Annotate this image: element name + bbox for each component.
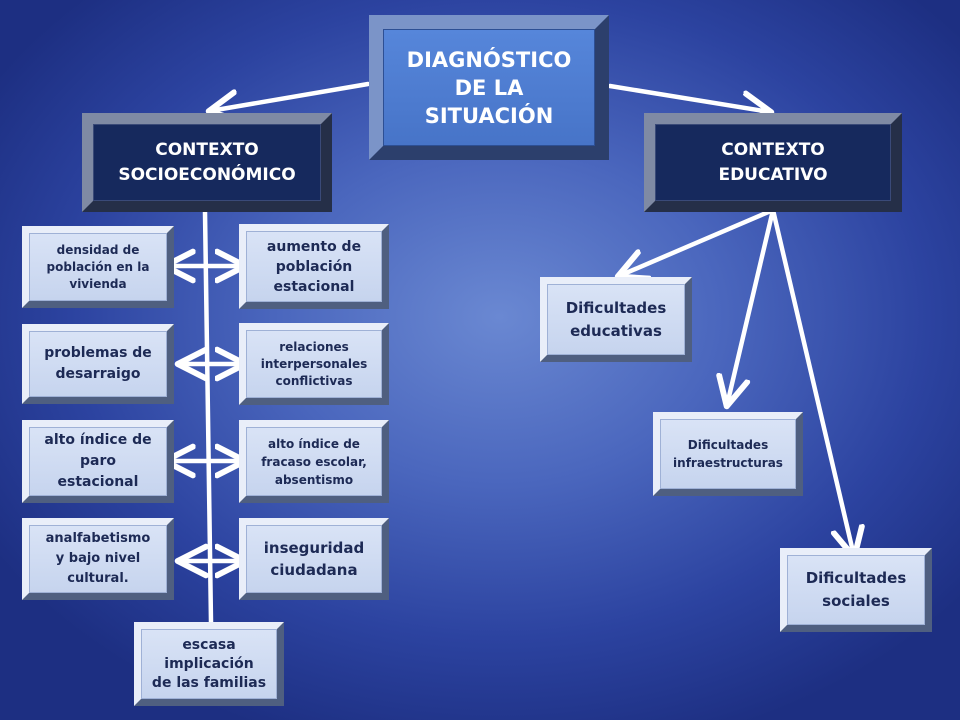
box-dificultades-sociales: Dificultades sociales (780, 548, 932, 632)
socio-title: CONTEXTO SOCIOECONÓMICO (93, 124, 321, 201)
root-node-label: DIAGNÓSTICO DE LA SITUACIÓN (383, 29, 595, 146)
box-dificultades-educativas: Dificultades educativas (540, 277, 692, 362)
edu-title: CONTEXTO EDUCATIVO (655, 124, 891, 201)
box-fracaso-escolar: alto índice de fracaso escolar, absentis… (239, 420, 389, 503)
root-node-diagnostico: DIAGNÓSTICO DE LA SITUACIÓN (369, 15, 609, 160)
box-aumento-poblacion: aumento de población estacional (239, 224, 389, 309)
box-relaciones-conflictivas: relaciones interpersonales conflictivas (239, 323, 389, 405)
arrow-root-to-edu (607, 83, 770, 112)
node-contexto-socioeconomico: CONTEXTO SOCIOECONÓMICO (82, 113, 332, 212)
arrow-edu-to-educativas (619, 207, 776, 276)
arrow-edu-to-sociales (770, 207, 854, 556)
box-problemas-desarraigo: problemas de desarraigo (22, 324, 174, 404)
box-analfabetismo: analfabetismo y bajo nivel cultural. (22, 518, 174, 600)
box-densidad-poblacion: densidad de población en la vivienda (22, 226, 174, 308)
arrow-root-to-socio (210, 81, 371, 111)
box-paro-estacional: alto índice de paro estacional (22, 420, 174, 503)
arrow-edu-to-infraestructuras (727, 207, 776, 405)
node-contexto-educativo: CONTEXTO EDUCATIVO (644, 113, 902, 212)
box-escasa-implicacion: escasa implicación de las familias (134, 622, 284, 706)
box-inseguridad-ciudadana: inseguridad ciudadana (239, 518, 389, 600)
box-dificultades-infraestructuras: Dificultades infraestructuras (653, 412, 803, 496)
